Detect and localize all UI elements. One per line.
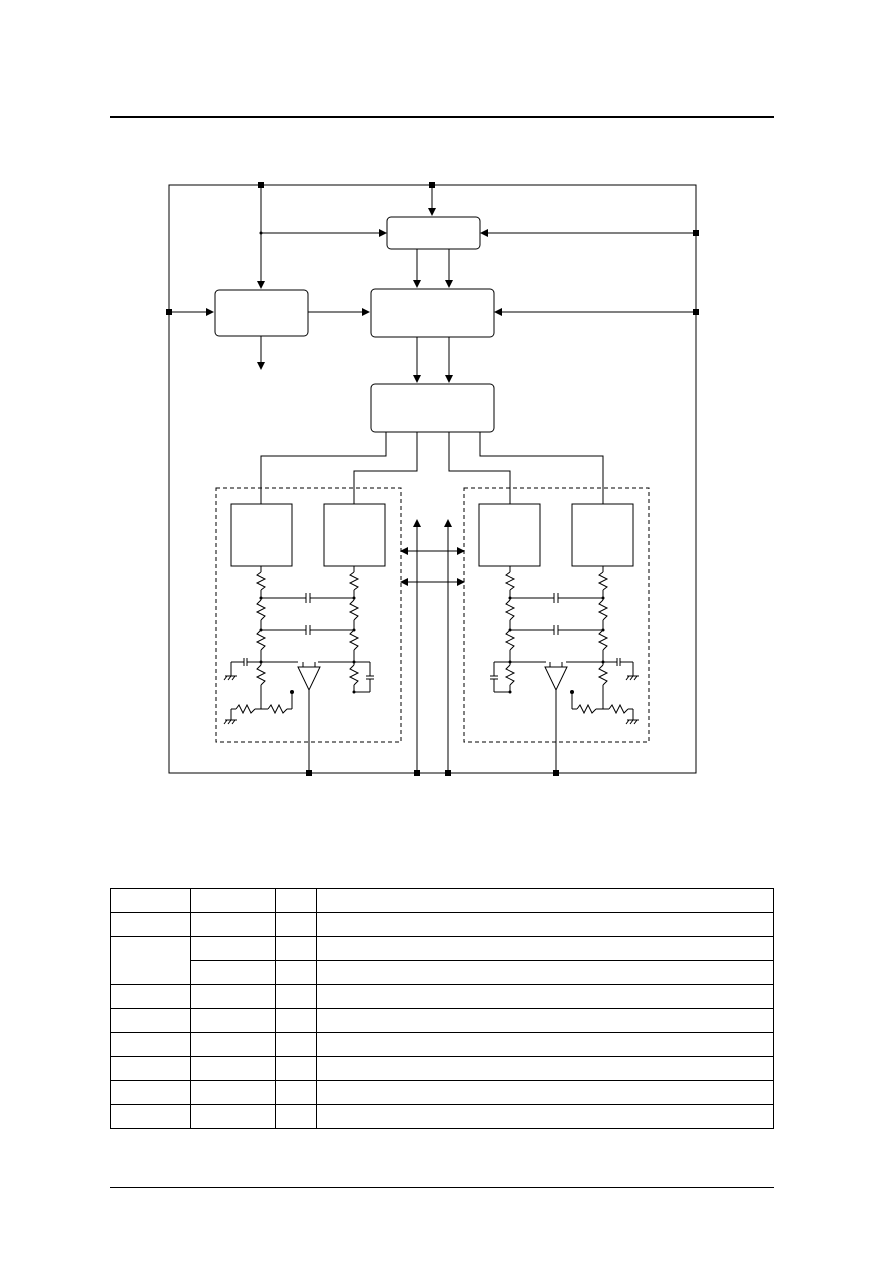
table-cell [316, 1056, 774, 1081]
table-cell [110, 912, 191, 937]
table-cell [110, 984, 191, 1009]
table-cell [190, 1080, 276, 1105]
table-cell [190, 1056, 276, 1081]
table-cell [316, 1008, 774, 1033]
table-row [110, 936, 774, 985]
table-cell [110, 1104, 191, 1129]
channel-a-box [215, 487, 402, 743]
lower-block [370, 383, 495, 433]
table-cell [316, 1080, 774, 1105]
table-cell [275, 1104, 317, 1129]
table-cell [316, 912, 774, 937]
center-block [370, 288, 495, 338]
table-row [111, 960, 774, 985]
table-cell [110, 1056, 191, 1081]
table-cell [110, 1080, 191, 1105]
table-cell [110, 936, 191, 985]
ch-b1 [478, 503, 541, 567]
outer-bus [168, 184, 697, 774]
table-cell [110, 1008, 191, 1033]
ch-b2 [571, 503, 634, 567]
pin-table [110, 888, 774, 1129]
table-cell [316, 1104, 774, 1129]
table-cell [110, 1032, 191, 1057]
table-cell [275, 960, 317, 985]
table-row [110, 1056, 774, 1081]
table-cell [190, 936, 276, 961]
table-cell [275, 936, 317, 961]
table-cell [190, 888, 276, 913]
table-cell [275, 1008, 317, 1033]
channel-b-box [463, 487, 650, 743]
footer-rule [110, 1187, 774, 1188]
table-cell [316, 984, 774, 1009]
table-cell [190, 1008, 276, 1033]
table-cell [316, 960, 774, 985]
table-cell [275, 1032, 317, 1057]
table-cell [190, 984, 276, 1009]
table-cell [275, 888, 317, 913]
table-row [110, 1008, 774, 1033]
table-cell [275, 912, 317, 937]
table-row [110, 1080, 774, 1105]
ch-a1 [230, 503, 293, 567]
table-cell [275, 1056, 317, 1081]
table-row [110, 912, 774, 937]
table-cell [275, 984, 317, 1009]
ch-a2 [323, 503, 386, 567]
table-cell [190, 912, 276, 937]
table-row [110, 984, 774, 1009]
table-cell [316, 936, 774, 961]
table-cell [190, 1104, 276, 1129]
header-rule [110, 116, 774, 118]
table-cell [190, 1032, 276, 1057]
table-row [110, 1104, 774, 1129]
table-cell [316, 888, 774, 913]
block-diagram [166, 182, 699, 776]
table-cell [275, 1080, 317, 1105]
table-row [110, 1032, 774, 1057]
table-cell [316, 1032, 774, 1057]
top-block [386, 216, 481, 250]
table-cell [110, 888, 191, 913]
table-cell [190, 960, 276, 985]
left-block [214, 289, 309, 337]
table-row [110, 888, 774, 913]
